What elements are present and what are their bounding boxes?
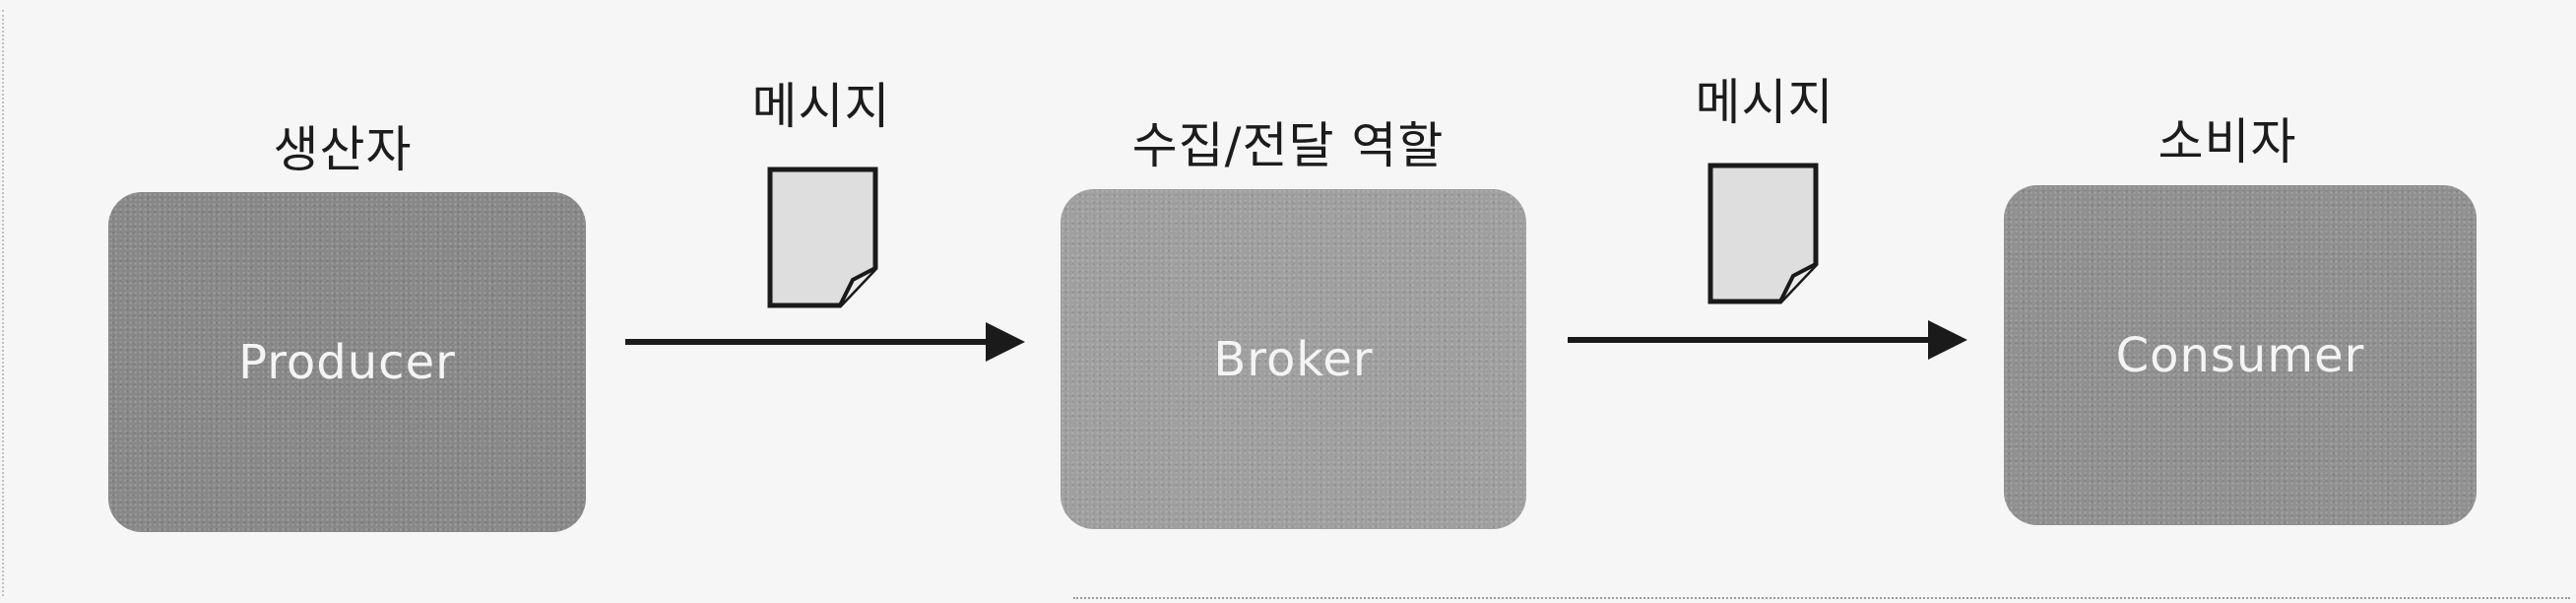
edge-2-label: 메시지 — [1695, 74, 1835, 131]
producer-node: Producer — [108, 192, 586, 532]
page-edge-bottom — [1073, 597, 2570, 599]
producer-role-label: 생산자 — [273, 121, 413, 178]
page-edge-left — [2, 10, 4, 596]
broker-node: Broker — [1061, 189, 1526, 529]
consumer-role-label: 소비자 — [2157, 113, 2297, 170]
edge-1-label: 메시지 — [751, 78, 891, 135]
edge-1-arrow — [625, 322, 1025, 362]
broker-node-label: Broker — [1213, 331, 1374, 387]
broker-role-label: 수집/전달 역할 — [1131, 117, 1445, 174]
consumer-node: Consumer — [2004, 185, 2477, 525]
consumer-node-label: Consumer — [2115, 327, 2365, 383]
edge-2-arrow — [1568, 320, 1967, 360]
message-document-icon — [767, 167, 878, 308]
producer-node-label: Producer — [238, 334, 456, 390]
message-document-icon — [1707, 163, 1819, 304]
